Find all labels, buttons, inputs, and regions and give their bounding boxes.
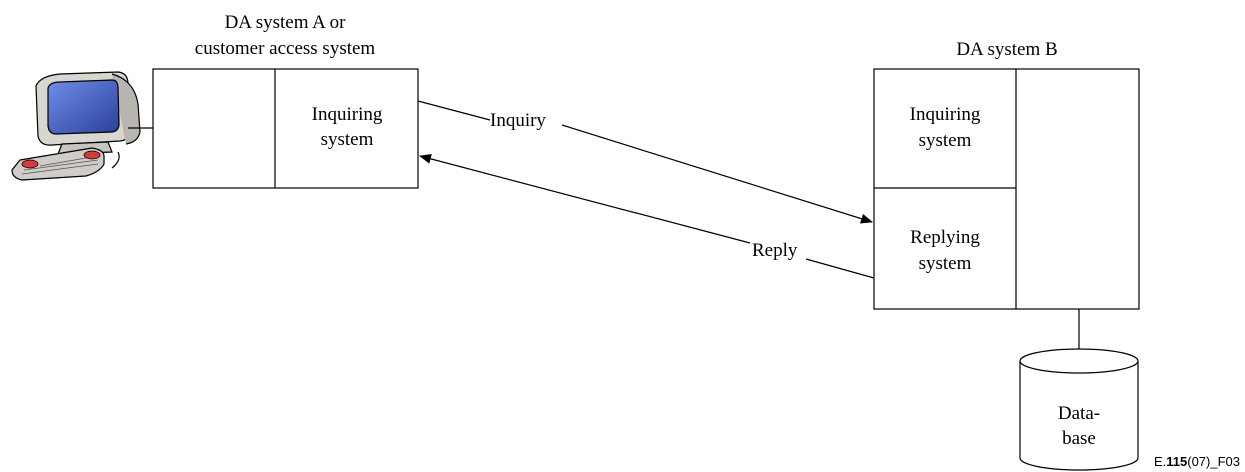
reply-label: Reply: [752, 240, 798, 261]
figure-id-suffix: (07)_F03: [1187, 454, 1240, 469]
system-b-inquiring-label-line1: Inquiring: [910, 104, 981, 125]
figure-id-prefix: E.: [1154, 454, 1166, 469]
figure-id-number: 115: [1166, 454, 1187, 469]
system-a-inquiring-label-line1: Inquiring: [312, 104, 383, 125]
system-a-box: [152, 68, 419, 189]
system-a-title-line1: DA system A or: [225, 12, 347, 33]
inquiry-arrow: [417, 100, 873, 224]
figure-identifier: E.115(07)_F03: [1154, 454, 1240, 469]
system-a-inquiring-label-line2: system: [321, 129, 374, 150]
computer-terminal-icon: [11, 71, 141, 181]
system-b-replying-label-line2: system: [919, 253, 972, 274]
system-b-title: DA system B: [956, 39, 1057, 60]
system-b-replying-label-line1: Replying: [910, 227, 980, 248]
inquiry-label: Inquiry: [490, 110, 546, 131]
system-b-box: [873, 68, 1140, 310]
database-icon: [1019, 348, 1139, 471]
system-a-title-line2: customer access system: [195, 38, 376, 59]
system-b-inquiring-system: [874, 69, 1016, 188]
reply-arrow: [419, 153, 875, 279]
system-b-inquiring-label-line2: system: [919, 130, 972, 151]
system-b-replying-system: [874, 188, 1016, 309]
database-label-line2: base: [1062, 428, 1096, 449]
database-label-line1: Data-: [1058, 403, 1100, 424]
